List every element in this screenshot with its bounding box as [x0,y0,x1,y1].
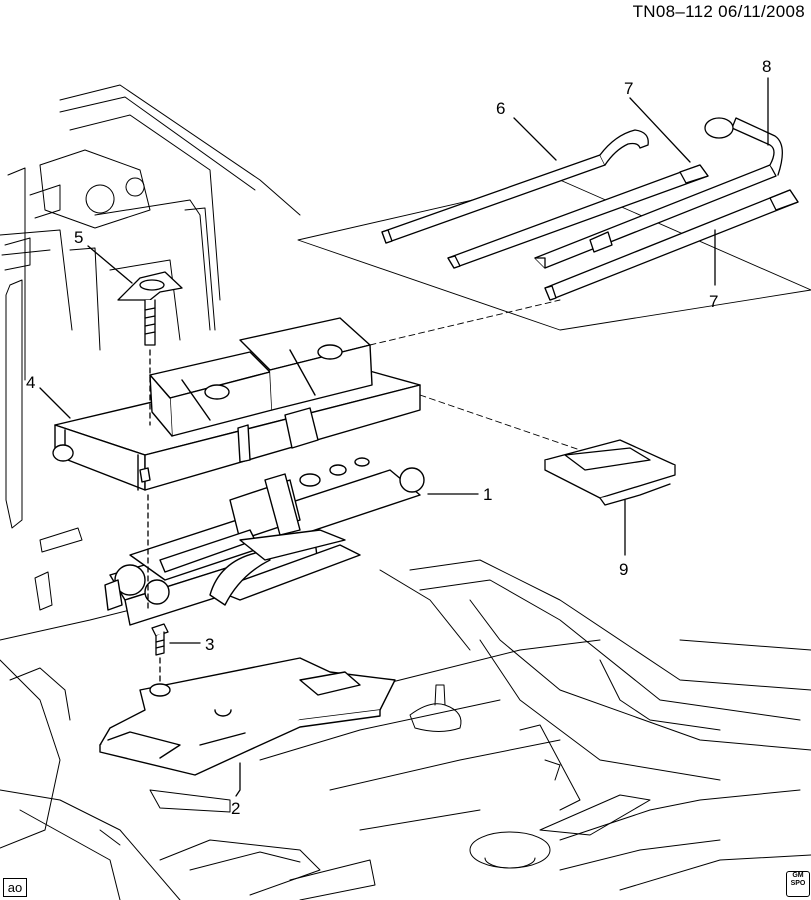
callout-1: 1 [483,485,492,504]
callout-4: 4 [26,373,35,392]
callout-8: 8 [762,57,771,76]
callout-2: 2 [231,799,240,818]
tool-group-leaders [370,300,580,450]
corner-code-label: ao [3,878,27,897]
adapter [545,440,675,505]
extension-rod [448,165,708,268]
callout-6: 6 [496,99,505,118]
leader-line-2 [236,763,240,796]
jack [105,458,424,625]
bolt [152,624,168,655]
extension-handle [382,130,648,243]
callout-5: 5 [74,228,83,247]
callout-3: 3 [205,635,214,654]
callout-7-lower: 7 [709,292,718,311]
callout-9: 9 [619,560,628,579]
vehicle-body-background [0,85,811,900]
extension-rod-2 [545,190,798,300]
leader-line-6 [514,118,556,160]
leader-line-5 [88,246,132,283]
callout-7-upper: 7 [624,79,633,98]
wing-nut-retainer [118,272,182,345]
leader-line-7a [630,98,690,162]
jack-mounting-bracket [100,658,395,775]
wheel-wrench [535,118,782,268]
tool-stowage-tray [53,318,420,490]
gm-spo-logo: GM SPO [786,871,810,897]
leader-line-4 [40,388,70,418]
diagram-reference-code: TN08–112 06/11/2008 [632,2,805,21]
